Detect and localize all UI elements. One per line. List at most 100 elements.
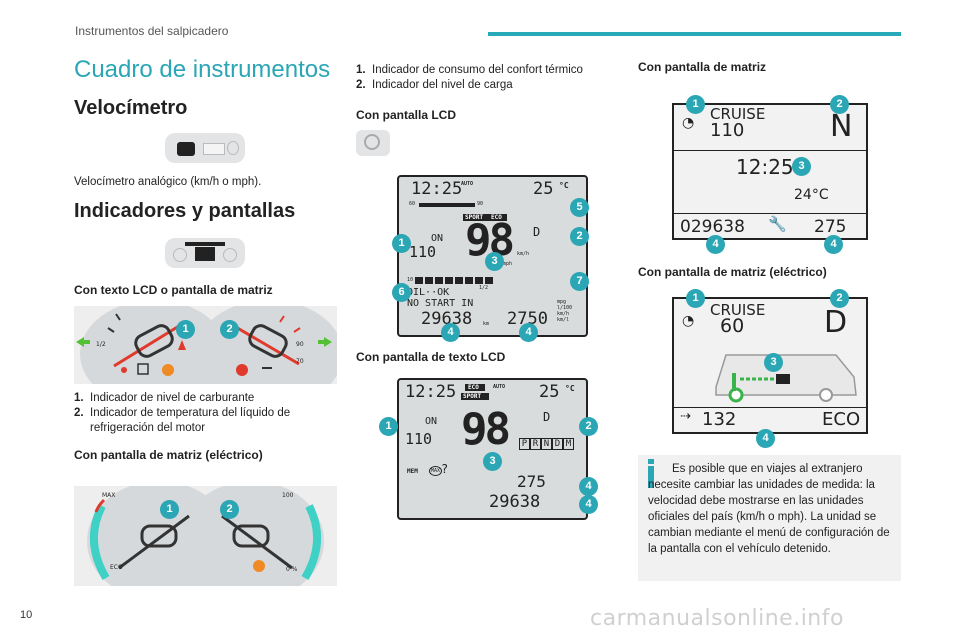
lcd2-range: 275 <box>517 472 546 491</box>
consumption-list: 1.Indicador de consumo del confort térmi… <box>356 63 616 93</box>
lcd2-eco-mode: ECO <box>468 384 479 391</box>
gauge-0pct-label: 0 % <box>286 566 298 573</box>
callout-badge-3: 3 <box>764 353 783 372</box>
lcd-oil-status: OIL··OK <box>407 287 450 298</box>
lcd-odometer: 29638 <box>421 309 473 329</box>
gauge-list-item: 2.Indicador de temperatura del líquido d… <box>74 407 291 434</box>
vehicle-energy-flow-diagram <box>715 354 857 403</box>
matrix-elec-range: 132 <box>702 409 737 430</box>
lcd-temp-unit: °C <box>559 181 569 190</box>
callout-badge-7: 7 <box>570 272 589 291</box>
callout-badge-1: 1 <box>176 320 195 339</box>
lcd2-clock: 12:25 <box>405 382 457 402</box>
matrix-gear: N <box>830 109 853 144</box>
callout-badge-4: 4 <box>441 323 460 342</box>
callout-badge-3: 3 <box>485 252 504 271</box>
indicadores-heading: Indicadores y pantallas <box>74 200 296 222</box>
matrix-elec-gear: D <box>824 305 848 340</box>
lcd-sport-mode: SPORT <box>465 214 484 221</box>
callout-badge-1: 1 <box>379 417 398 436</box>
page-title: Cuadro de instrumentos <box>74 56 331 83</box>
matrix-range: 275 <box>814 217 847 237</box>
callout-badge-4: 4 <box>519 323 538 342</box>
matrix-electric-display: ◔ CRUISE 60 D ⇢ 132 ECO 1 2 3 4 <box>672 289 868 448</box>
lcd2-auto-label: AUTO <box>493 384 506 390</box>
lcd2-question: ? <box>441 462 449 476</box>
lcd2-gear-selector: P R N D M <box>519 438 574 450</box>
callout-badge-3: 3 <box>792 157 811 176</box>
callout-badge-1: 1 <box>686 95 705 114</box>
callout-badge-4: 4 <box>824 235 843 254</box>
gear-m: M <box>563 438 574 450</box>
callout-badge-2: 2 <box>579 417 598 436</box>
matrix-elec-cruise-label: CRUISE <box>710 301 766 319</box>
gauge-90-label: 90 <box>296 341 304 348</box>
lcd-scale-60: 60 <box>409 201 416 207</box>
gauge-list-item: 1.Indicador de nivel de carburante <box>74 392 255 404</box>
callout-badge-2: 2 <box>830 289 849 308</box>
info-icon <box>648 459 654 488</box>
matrix-elec-cruise-speed: 60 <box>720 315 745 337</box>
lcd2-cruise-on: ON <box>425 416 438 427</box>
gauge-max-label: MAX <box>102 492 116 499</box>
lcd2-odometer: 29638 <box>489 492 541 512</box>
fuel-arrow-icon: ⇢ <box>680 409 691 424</box>
matrix-cruise-speed: 110 <box>710 120 745 141</box>
gauge-100-label: 100 <box>282 492 294 499</box>
wrench-icon: 🔧 <box>768 215 787 233</box>
lcd2-cruise-speed: 110 <box>405 430 433 448</box>
callout-badge-2: 2 <box>220 320 239 339</box>
lcd2-temp-unit: °C <box>565 384 575 393</box>
callout-badge-2: 2 <box>220 500 239 519</box>
electric-gauges-svg <box>74 481 337 601</box>
callout-badge-4: 4 <box>756 429 775 448</box>
speedometer-thumbnail <box>165 133 245 163</box>
lcd2-sport-mode: SPORT <box>463 393 482 400</box>
steering-wheel-icon <box>356 130 390 156</box>
callout-badge-1: 1 <box>392 234 411 253</box>
callout-badge-3: 3 <box>483 452 502 471</box>
lcd-no-start: NO START IN <box>407 298 474 309</box>
callout-badge-1: 1 <box>686 289 705 308</box>
callout-badge-2: 2 <box>830 95 849 114</box>
callout-badge-4: 4 <box>579 477 598 496</box>
header-accent-bar <box>488 32 901 36</box>
electric-matrix-heading: Con pantalla de matriz (eléctrico) <box>74 448 263 462</box>
lcd-text-display: 12:25 ECO SPORT AUTO 25 °C ON 110 98 D P… <box>379 378 598 520</box>
info-note: Es posible que en viajes al extranjero n… <box>638 455 901 581</box>
lcd-heading: Con pantalla LCD <box>356 108 457 122</box>
gear-r: R <box>530 438 541 450</box>
lcd2-speed: 98 <box>461 404 511 455</box>
matrix-clock: 12:25 <box>736 155 794 179</box>
consumption-list-item: 2.Indicador del nivel de carga <box>356 79 513 91</box>
matrix-heading: Con pantalla de matriz <box>638 60 767 74</box>
gear-d: D <box>552 438 563 450</box>
lcd-scale-90: 90 <box>477 201 484 207</box>
gauge-half-label: 1/2 <box>96 341 106 348</box>
gauge-list: 1.Indicador de nivel de carburante 2.Ind… <box>74 391 336 436</box>
gear-n: N <box>541 438 552 450</box>
lcd2-temperature: 25 <box>539 382 560 402</box>
velocimetro-text: Velocímetro analógico (km/h o mph). <box>74 176 262 188</box>
lcd2-gear: D <box>543 410 551 424</box>
consumption-list-item: 1.Indicador de consumo del confort térmi… <box>356 64 583 76</box>
running-header: Instrumentos del salpicadero <box>75 24 229 38</box>
page-number: 10 <box>20 609 33 621</box>
lcd-units: mpg l/100 km/h km/l <box>557 299 573 323</box>
lcd-clock: 12:25 <box>411 179 463 199</box>
callout-badge-1: 1 <box>160 500 179 519</box>
lcd-speed-unit-kmh: km/h <box>517 251 530 257</box>
info-text: Es posible que en viajes al extranjero n… <box>648 463 890 555</box>
speedometer-icon: ◔ <box>682 313 695 329</box>
lcd-gear: D <box>533 225 541 239</box>
matrix-electric-heading: Con pantalla de matriz (eléctrico) <box>638 265 827 279</box>
lcd-text-heading: Con pantalla de texto LCD <box>356 350 506 364</box>
matrix-cruise-label: CRUISE <box>710 105 766 123</box>
lcd2-max-label: MAX <box>429 466 443 476</box>
lcd-display: 12:25 AUTO 25 °C 60 90 SPORT ECO ON 110 … <box>392 175 589 342</box>
lcd-eco-mode: ECO <box>491 214 502 221</box>
callout-badge-5: 5 <box>570 198 589 217</box>
lcd-auto-label: AUTO <box>461 181 474 187</box>
callout-badge-4: 4 <box>706 235 725 254</box>
callout-badge-6: 6 <box>392 283 411 302</box>
